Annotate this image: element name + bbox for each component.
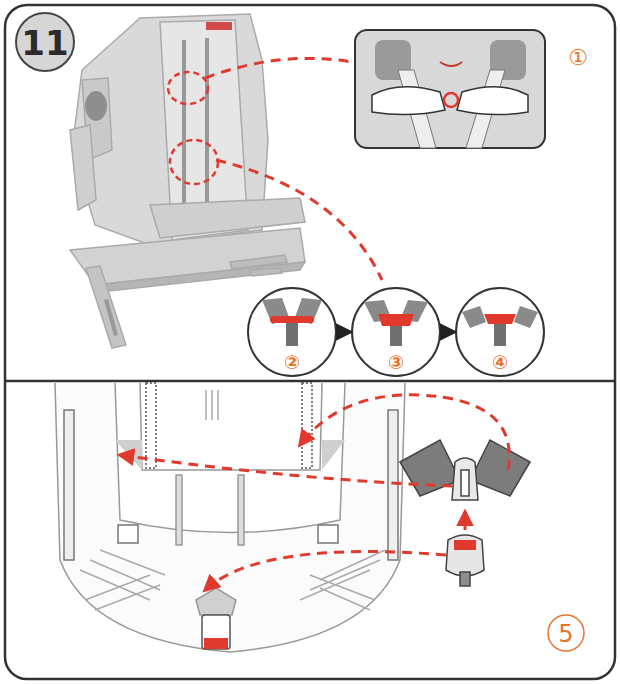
step-arrow — [337, 331, 350, 334]
frame — [5, 5, 615, 679]
callout-number: ③ — [388, 353, 404, 372]
leader-line — [205, 58, 352, 78]
clip-opening — [364, 300, 428, 346]
seat-top-view — [55, 383, 405, 652]
step-badge — [16, 13, 74, 71]
clip-open — [462, 306, 538, 346]
clip-closed — [262, 298, 322, 346]
callout-number: ② — [284, 353, 300, 372]
step-circle — [248, 288, 544, 376]
callout-number: ④ — [492, 353, 508, 372]
step-number: 11 — [21, 26, 68, 60]
step-arrow — [441, 331, 454, 334]
callout-number: ① — [568, 47, 588, 69]
callout-ring — [170, 140, 218, 184]
leader-line — [216, 160, 382, 280]
step-number: 5 — [558, 622, 573, 646]
inset-chest-clip — [355, 30, 545, 148]
step-ring — [548, 615, 584, 651]
assembly-arrow — [120, 395, 509, 590]
divider — [5, 380, 615, 383]
callout-ring — [168, 72, 208, 104]
